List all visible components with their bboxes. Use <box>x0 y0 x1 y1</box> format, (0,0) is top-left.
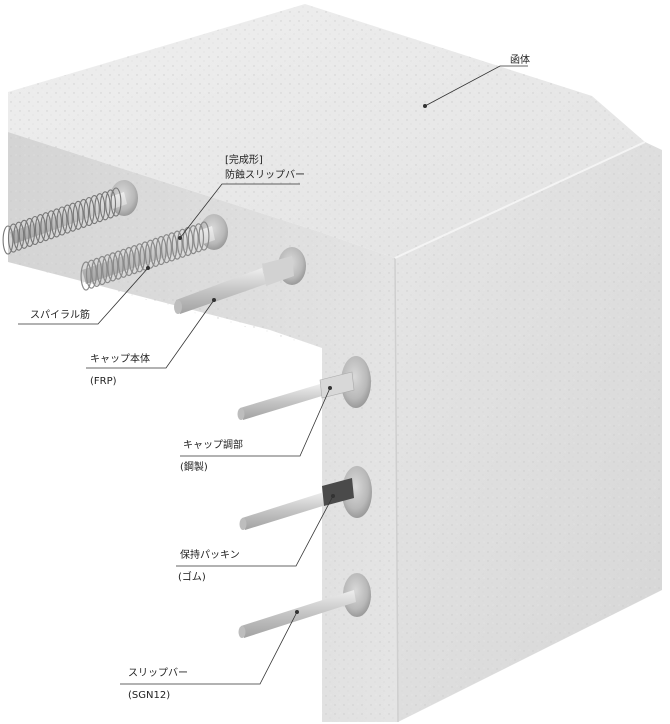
label-body: 函体 <box>510 55 530 66</box>
spiral-rebar <box>2 187 122 255</box>
coil-turn <box>177 228 189 258</box>
coil-turn <box>171 230 183 260</box>
cap-body-assembly <box>174 247 306 314</box>
coil-turn <box>45 210 57 240</box>
anticorrosion-spiral <box>80 221 210 291</box>
coil-turn <box>29 215 41 246</box>
coil-turn <box>112 250 124 280</box>
concrete-block <box>8 4 662 723</box>
spiral-bar-rod <box>10 192 127 244</box>
coil-turn <box>128 245 140 275</box>
coil-turn <box>61 204 73 234</box>
coil-turn <box>91 257 103 287</box>
coil-turn <box>67 202 79 232</box>
coil-turn <box>83 196 95 227</box>
label-cap-tube-material: (鋼製) <box>180 462 208 473</box>
coil-turn <box>161 234 173 264</box>
coil-turn <box>2 225 14 255</box>
coil-turn <box>166 232 178 262</box>
leader-packing <box>176 495 334 567</box>
coil-turn <box>198 221 210 251</box>
coil-turn <box>144 239 156 269</box>
leader-anticorrosion <box>179 183 300 239</box>
slipbar-assembly <box>238 573 371 638</box>
coil-turn <box>101 254 113 284</box>
anticorrosion-slipbar-assembly <box>80 214 228 291</box>
label-holding-packing: 保持パッキン <box>180 550 240 561</box>
coil-turn <box>56 206 68 236</box>
coil-turn <box>193 223 205 253</box>
leader-slipbar <box>120 611 298 685</box>
coil-turn <box>117 248 129 278</box>
holding-packing-assembly <box>239 466 372 530</box>
slipbar-washer <box>343 573 371 617</box>
coil-turn <box>24 217 36 247</box>
coil-turn <box>110 187 122 217</box>
spiral-bar-assembly <box>2 180 138 255</box>
coil-turn <box>96 255 108 286</box>
coil-turn <box>187 225 199 255</box>
coil-turn <box>105 189 117 219</box>
coil-turn <box>139 241 151 271</box>
coil-turn <box>85 259 97 289</box>
leader-spiral <box>18 267 149 325</box>
label-cap-body: キャップ本体 <box>90 354 150 365</box>
coil-turn <box>99 191 111 221</box>
leader-cap-tube <box>180 387 331 457</box>
coil-turn <box>155 235 167 266</box>
label-holding-packing-material: (ゴム) <box>178 572 206 583</box>
cap-tube-washer <box>341 356 371 408</box>
slipbar-rod <box>241 590 356 638</box>
coil-turn <box>80 261 92 291</box>
coil-turn <box>94 193 106 223</box>
coil-turn <box>78 198 90 228</box>
coil-turn <box>18 219 30 249</box>
coil-turn <box>150 237 162 267</box>
label-finished-bracket: [完成形] <box>225 155 263 166</box>
cap-tube-rod <box>240 384 322 420</box>
leader-body <box>424 65 528 107</box>
leader-lines <box>18 65 528 685</box>
cap-body-rod <box>176 268 266 314</box>
holding-packing-rod <box>242 492 326 530</box>
coil-turn <box>123 246 135 277</box>
cap-tube-assembly <box>237 356 371 420</box>
coil-turn <box>134 243 146 273</box>
holding-packing-rubber <box>322 478 354 506</box>
label-cap-body-material: (FRP) <box>90 376 117 387</box>
coil-turn <box>40 212 52 242</box>
coil-turn <box>34 214 46 244</box>
coil-turn <box>88 195 100 225</box>
cap-body-sleeve <box>262 256 294 286</box>
coil-turn <box>13 221 25 251</box>
coil-turn <box>7 223 19 253</box>
coil-turn <box>107 252 119 282</box>
coil-turn <box>51 208 63 238</box>
label-spiral-rebar: スパイラル筋 <box>30 310 90 321</box>
label-slipbar-material: (SGN12) <box>128 690 171 701</box>
coil-turn <box>72 200 84 230</box>
label-anticorrosion-slipbar: 防蝕スリップバー <box>225 170 305 181</box>
leader-cap-body <box>86 299 215 369</box>
label-cap-tube: キャップ調部 <box>183 440 243 451</box>
label-slipbar: スリップバー <box>128 668 188 679</box>
